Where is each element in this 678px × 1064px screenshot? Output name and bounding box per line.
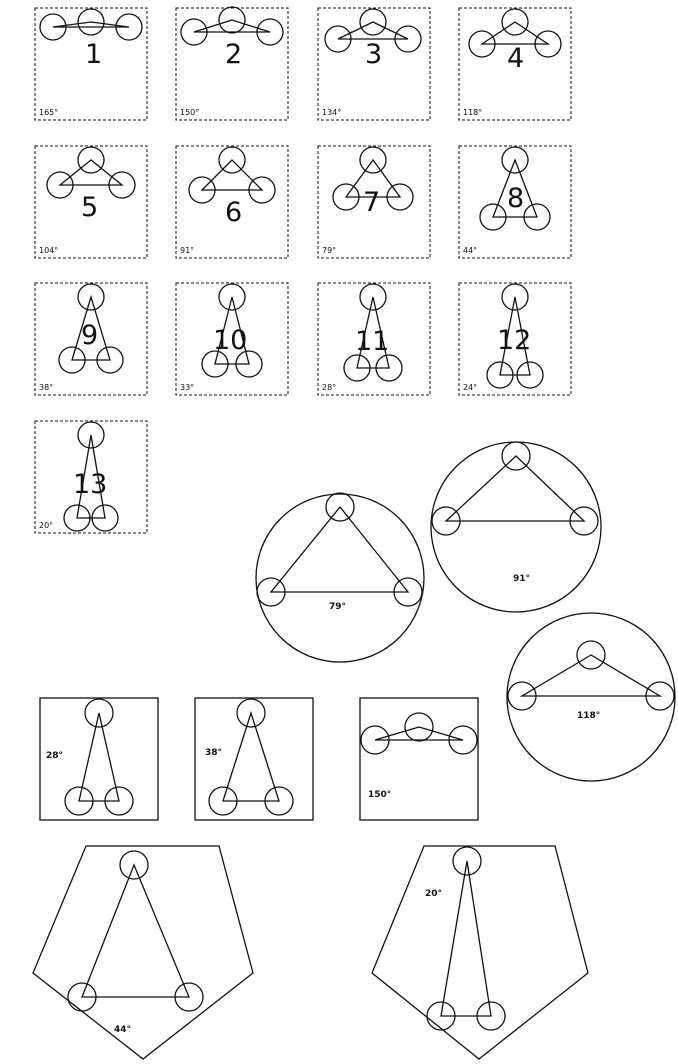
- tile-angle-label: 91°: [180, 246, 194, 255]
- tile-number: 11: [355, 326, 389, 357]
- tile-5: 5 104°: [34, 145, 148, 259]
- outer-circle: [255, 493, 425, 663]
- tile-border: [458, 7, 572, 121]
- circle-angle-label: 118°: [577, 711, 600, 721]
- tile-angle-label: 134°: [322, 108, 341, 117]
- tile-3: 3 134°: [317, 7, 431, 121]
- circle-figure-91: [430, 441, 602, 613]
- tile-angle-label: 118°: [463, 108, 482, 117]
- tile-border: [175, 282, 289, 396]
- tile-border: [317, 145, 431, 259]
- tile-angle-label: 104°: [39, 246, 58, 255]
- tile-10: 10 33°: [175, 282, 289, 396]
- triangle-figure: [39, 8, 143, 41]
- tile-angle-label: 20°: [39, 521, 53, 530]
- tile-11: 11 28°: [317, 282, 431, 396]
- tile-4: 4 118°: [458, 7, 572, 121]
- tile-8: 8 44°: [458, 145, 572, 259]
- triangle-figure: [58, 283, 124, 374]
- tile-number: 1: [85, 39, 102, 70]
- circle-angle-label: 91°: [513, 574, 530, 584]
- tile-border: [458, 282, 572, 396]
- outer-circle: [506, 612, 676, 782]
- tile-border: [317, 282, 431, 396]
- outer-square: [194, 697, 314, 821]
- pentagon-angle-label: 44°: [114, 1025, 131, 1035]
- tile-angle-label: 33°: [180, 383, 194, 392]
- pentagon-angle-label: 20°: [425, 889, 442, 899]
- tile-number: 12: [497, 325, 531, 356]
- circle-angle-label: 79°: [329, 602, 346, 612]
- outer-pentagon: [371, 845, 589, 1060]
- tile-border: [34, 282, 148, 396]
- tile-angle-label: 165°: [39, 108, 58, 117]
- tile-number: 4: [507, 43, 524, 74]
- tile-border: [175, 7, 289, 121]
- tile-7: 7 79°: [317, 145, 431, 259]
- outer-square: [39, 697, 159, 821]
- tile-border: [34, 7, 148, 121]
- tile-number: 5: [81, 192, 98, 223]
- triangle-figure: [479, 146, 551, 231]
- circle-figure-79: [255, 492, 425, 663]
- square-figure-150: [359, 697, 479, 821]
- tile-angle-label: 28°: [322, 383, 336, 392]
- square-angle-label: 28°: [46, 751, 63, 761]
- tile-border: [175, 145, 289, 259]
- tile-angle-label: 150°: [180, 108, 199, 117]
- tile-angle-label: 79°: [322, 246, 336, 255]
- outer-pentagon: [32, 845, 254, 1060]
- tile-13: 13 20°: [34, 420, 148, 534]
- tile-2: 2 150°: [175, 6, 289, 121]
- tile-border: [34, 420, 148, 534]
- tile-border: [317, 7, 431, 121]
- tile-number: 9: [81, 320, 98, 351]
- outer-square: [359, 697, 479, 821]
- triangle-figure: [486, 283, 544, 389]
- tile-number: 3: [365, 39, 382, 70]
- square-angle-label: 38°: [205, 748, 222, 758]
- triangle-figure: [343, 283, 403, 382]
- tile-12: 12 24°: [458, 282, 572, 396]
- tile-9: 9 38°: [34, 282, 148, 396]
- tile-6: 6 91°: [175, 145, 289, 259]
- triangle-figure: [468, 8, 562, 58]
- tile-number: 13: [73, 469, 107, 500]
- tile-angle-label: 38°: [39, 383, 53, 392]
- tile-border: [34, 145, 148, 259]
- tile-number: 7: [363, 187, 380, 218]
- pentagon-figure-44: [32, 845, 254, 1060]
- outer-circle: [430, 441, 602, 613]
- square-figure-38: [194, 697, 314, 821]
- tile-number: 2: [225, 39, 242, 70]
- triangle-figure: [201, 283, 263, 378]
- circle-figure-118: [506, 612, 676, 782]
- tile-angle-label: 44°: [463, 246, 477, 255]
- tile-number: 10: [213, 325, 247, 356]
- tile-border: [458, 145, 572, 259]
- triangle-figure: [46, 146, 136, 199]
- tile-1: 1 165°: [34, 7, 148, 121]
- square-angle-label: 150°: [368, 790, 391, 800]
- pentagon-figure-20: [371, 845, 589, 1060]
- triangle-figure: [63, 421, 119, 532]
- tile-number: 8: [507, 183, 524, 214]
- tile-angle-label: 24°: [463, 383, 477, 392]
- square-figure-28: [39, 697, 159, 821]
- triangle-figure: [324, 8, 422, 53]
- triangle-figure: [180, 6, 284, 46]
- triangle-figure: [188, 146, 276, 204]
- triangle-figure: [332, 146, 414, 211]
- tile-number: 6: [225, 197, 242, 228]
